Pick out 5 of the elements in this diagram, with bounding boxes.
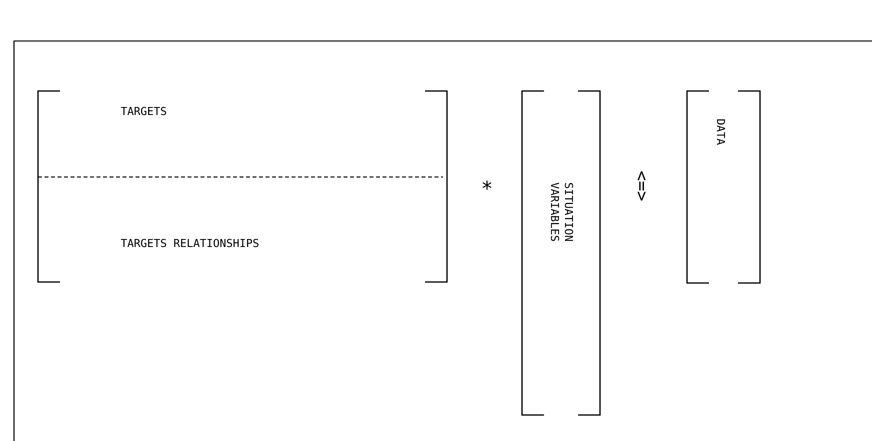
matrix-bracket: SITUATION VARIABLES: [521, 90, 601, 416]
matrix-bracket: DATA: [686, 90, 761, 284]
matrix-bracket: TARGETS TARGETS RELATIONSHIPS: [37, 90, 448, 283]
operator-symbol: <=>: [637, 171, 646, 201]
operator-symbol: *: [482, 180, 492, 190]
